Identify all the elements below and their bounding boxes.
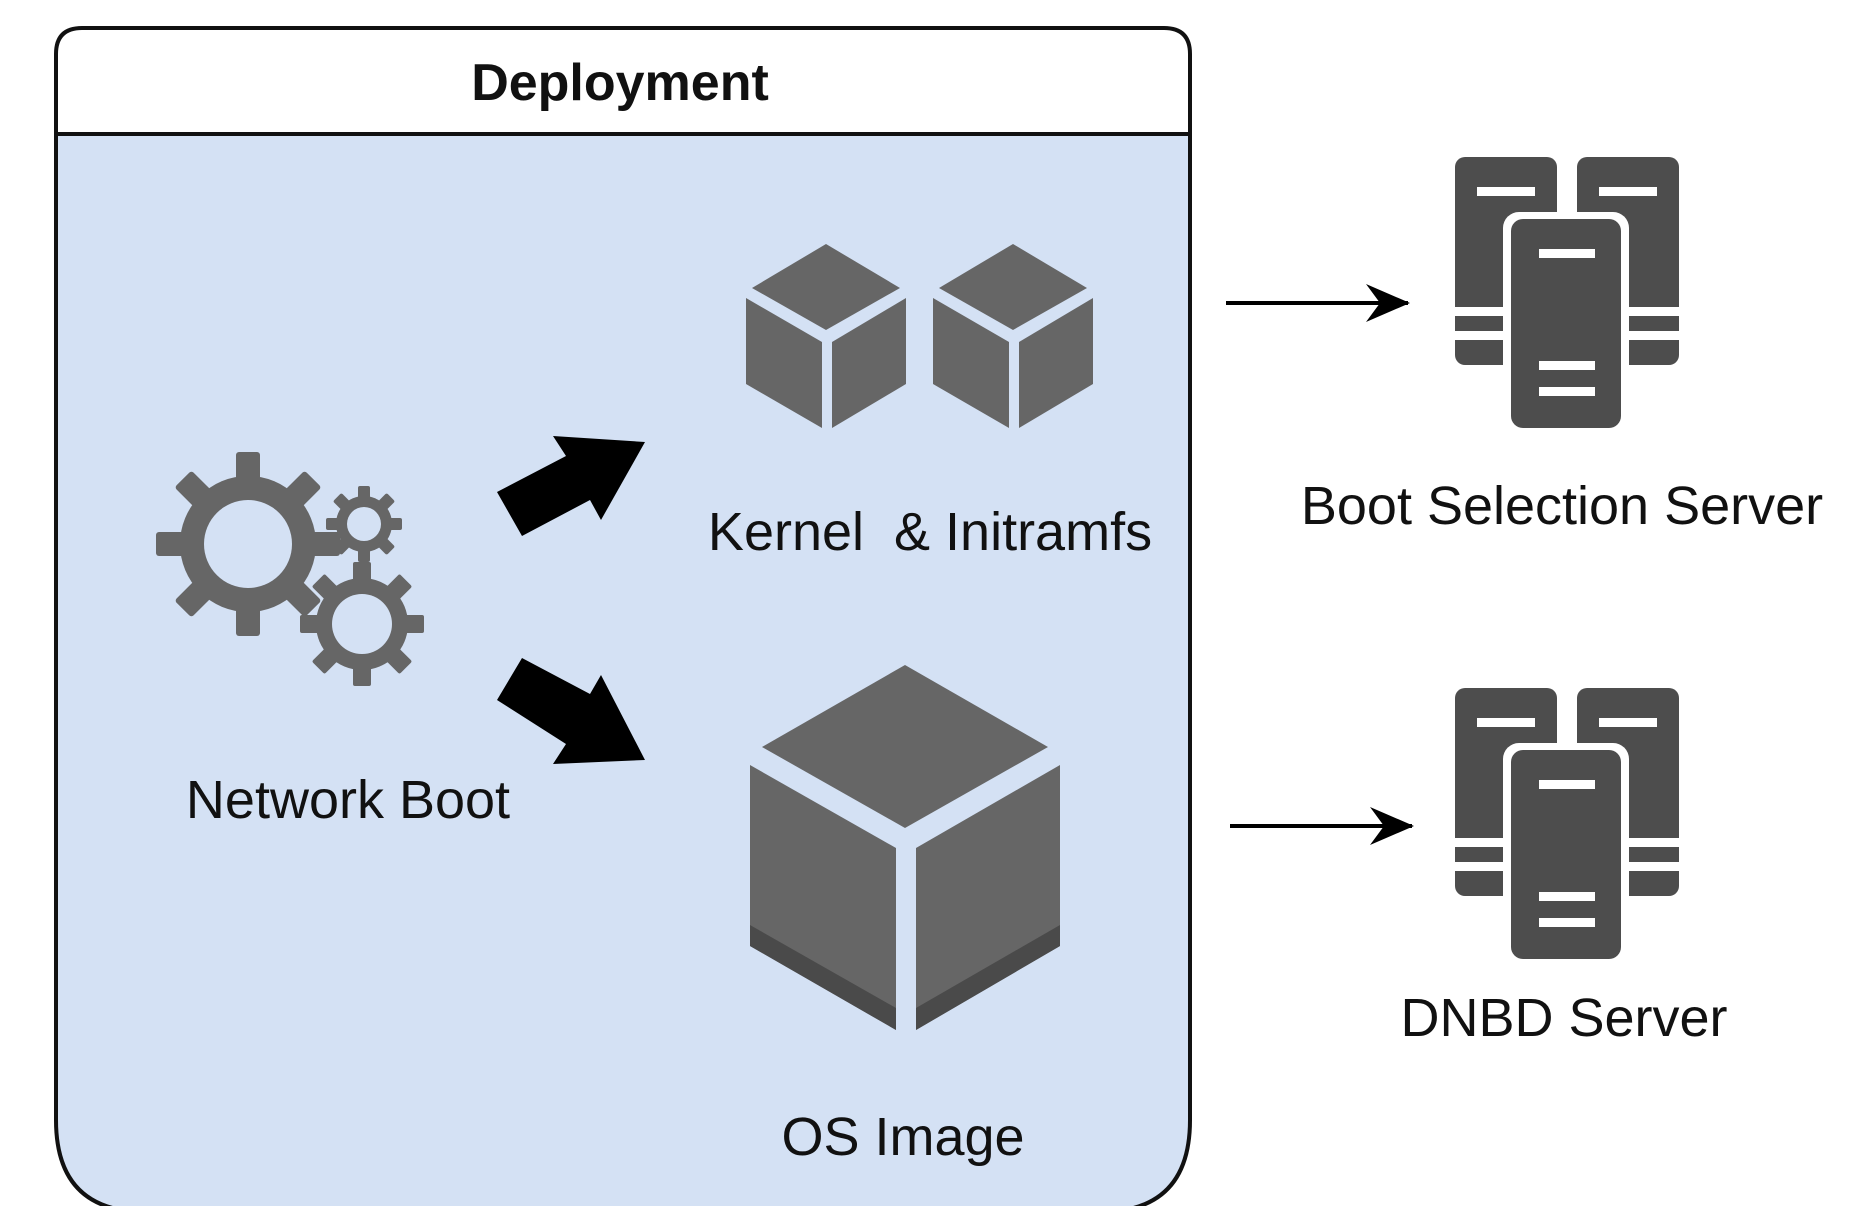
cube-icon-left bbox=[746, 244, 906, 428]
dnbd-server-label: DNBD Server bbox=[1400, 988, 1727, 1048]
arrow-to-os-image bbox=[497, 658, 645, 764]
connector-arrowhead-dnbd bbox=[1370, 807, 1414, 845]
deployment-container: Deployment bbox=[54, 26, 1192, 1206]
os-image-label: OS Image bbox=[781, 1107, 1024, 1167]
cube-icon-right bbox=[933, 244, 1093, 428]
container-body bbox=[54, 132, 1192, 1206]
two-cubes-icon bbox=[746, 244, 1093, 428]
server-cluster-icon bbox=[1455, 688, 1679, 963]
network-boot-label: Network Boot bbox=[186, 770, 510, 830]
boot-selection-server-label: Boot Selection Server bbox=[1301, 476, 1823, 536]
cube-icon bbox=[750, 665, 1060, 1030]
gears-icon bbox=[156, 452, 424, 686]
connector-arrowhead-boot-selection bbox=[1366, 284, 1410, 322]
container-title: Deployment bbox=[471, 54, 769, 112]
kernel-initramfs-label: Kernel & Initramfs bbox=[708, 502, 1152, 562]
server-cluster-icon bbox=[1455, 157, 1679, 432]
container-header bbox=[54, 26, 1192, 136]
arrow-to-kernel bbox=[497, 436, 645, 536]
